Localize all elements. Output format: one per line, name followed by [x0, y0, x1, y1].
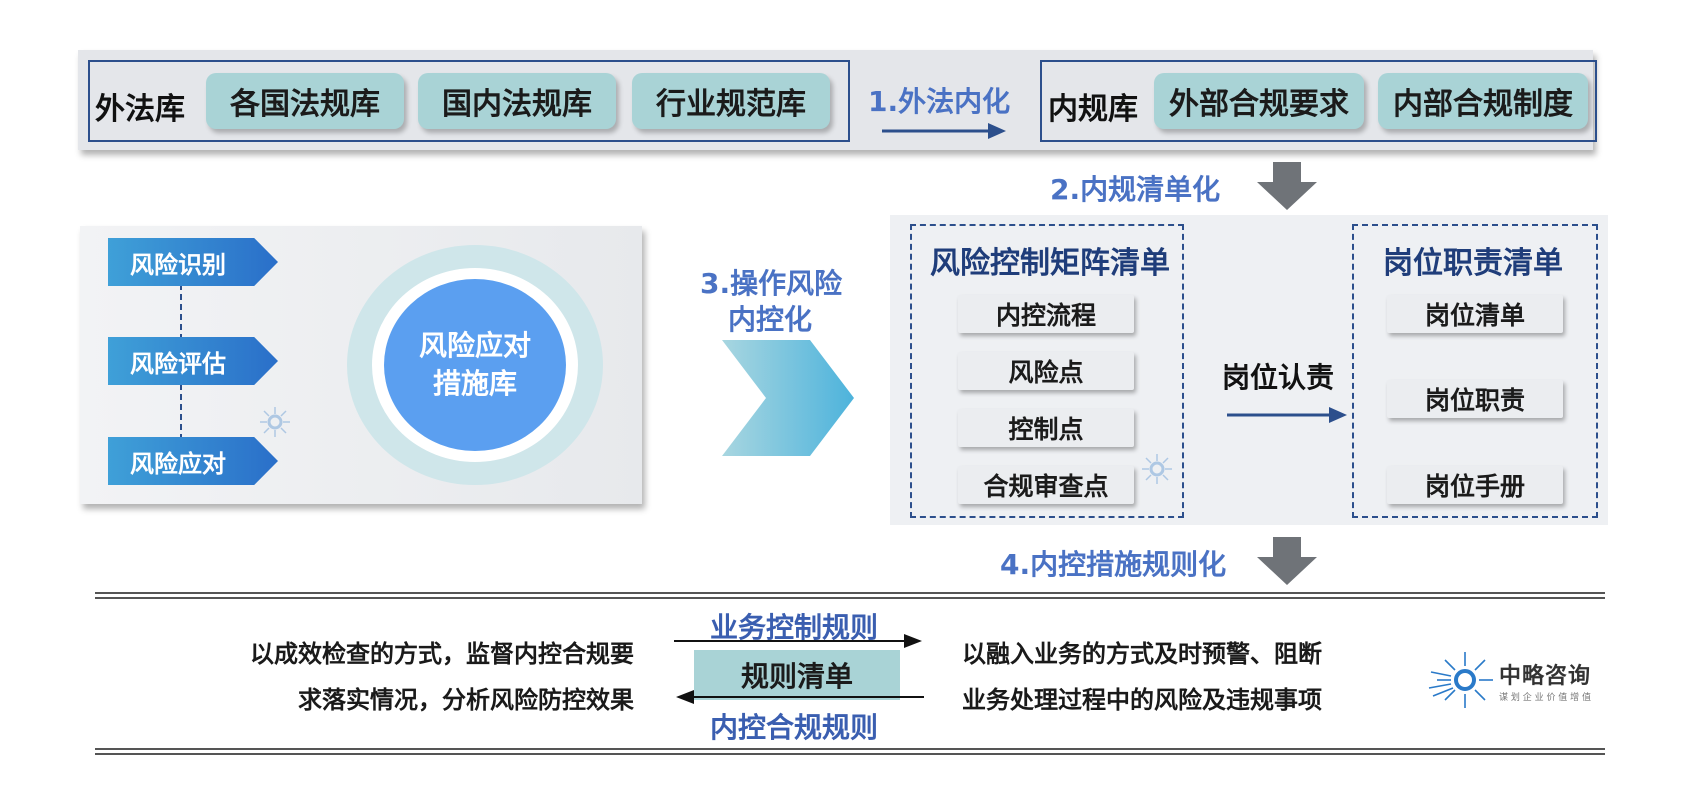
duties-item-2: 岗位职责 — [1387, 380, 1563, 418]
rule-arrow-left — [676, 690, 924, 704]
matrix-title: 风险控制矩阵清单 — [930, 246, 1170, 281]
external-item-1: 各国法规库 — [206, 73, 404, 129]
logo-name: 中略咨询 — [1499, 663, 1592, 689]
step1-arrow — [882, 123, 1006, 139]
bottom-bottom-rule-2 — [95, 753, 1605, 755]
step3-label-line2: 内控化 — [728, 303, 813, 336]
rule-list-box: 规则清单 — [694, 650, 900, 700]
step1-label: 1.外法内化 — [868, 85, 1011, 118]
step2-label: 2.内规清单化 — [1050, 173, 1221, 206]
business-control-rule-label: 业务控制规则 — [710, 611, 879, 644]
external-library-label: 外法库 — [95, 92, 185, 127]
external-library-box — [88, 60, 850, 142]
measures-circle: 风险应对 措施库 — [384, 279, 566, 451]
internal-library-label: 内规库 — [1048, 92, 1138, 127]
duties-item-1: 岗位清单 — [1387, 295, 1563, 333]
bottom-top-rule-2 — [95, 597, 1605, 599]
internal-library-box — [1040, 60, 1597, 142]
bottom-top-rule-1 — [95, 592, 1605, 594]
brand-logo: 中略咨询 谋 划 企 业 价 值 增 值 — [1425, 648, 1591, 712]
rule-arrow-right — [674, 634, 922, 648]
bottom-right-line1: 以融入业务的方式及时预警、阻断 — [962, 640, 1322, 668]
measures-circle-line1: 风险应对 — [418, 329, 531, 362]
step3-label-line1: 3.操作风险 — [700, 267, 843, 300]
tag-risk-identification: 风险识别 — [108, 238, 278, 286]
bottom-left-line2: 求落实情况，分析风险防控效果 — [298, 686, 634, 714]
logo-burst-icon — [260, 407, 290, 437]
step4-label: 4.内控措施规则化 — [1000, 548, 1227, 581]
watermark-logo-right — [1140, 452, 1174, 490]
internal-item-1: 外部合规要求 — [1154, 73, 1364, 129]
step4-down-arrow-icon — [1257, 537, 1317, 585]
middle-label: 岗位认责 — [1222, 361, 1335, 394]
step2-down-arrow-icon — [1257, 162, 1317, 210]
logo-burst-icon — [1142, 454, 1172, 484]
tag-risk-assessment: 风险评估 — [108, 337, 278, 385]
duties-item-3: 岗位手册 — [1387, 466, 1563, 504]
middle-arrow — [1227, 407, 1347, 423]
watermark-logo-left — [258, 405, 292, 443]
measures-circle-line2: 措施库 — [432, 367, 517, 400]
matrix-item-2: 风险点 — [958, 352, 1134, 390]
tag-risk-response: 风险应对 — [108, 437, 278, 485]
external-item-2: 国内法规库 — [418, 73, 616, 129]
matrix-item-4: 合规审查点 — [958, 466, 1134, 504]
matrix-item-3: 控制点 — [958, 409, 1134, 447]
external-item-3: 行业规范库 — [632, 73, 830, 129]
step3-chevron-arrow — [722, 340, 854, 456]
matrix-item-1: 内控流程 — [958, 295, 1134, 333]
logo-tagline: 谋 划 企 业 价 值 增 值 — [1499, 692, 1592, 703]
internal-compliance-rule-label: 内控合规规则 — [710, 711, 879, 744]
bottom-right-line2: 业务处理过程中的风险及违规事项 — [962, 686, 1322, 714]
duties-title: 岗位职责清单 — [1383, 246, 1563, 281]
internal-item-2: 内部合规制度 — [1378, 73, 1588, 129]
logo-burst-icon — [1428, 652, 1493, 708]
bottom-bottom-rule-1 — [95, 748, 1605, 750]
bottom-left-line1: 以成效检查的方式，监督内控合规要 — [250, 640, 634, 668]
duties-dashed-box — [1352, 224, 1598, 518]
matrix-dashed-box — [910, 224, 1184, 518]
